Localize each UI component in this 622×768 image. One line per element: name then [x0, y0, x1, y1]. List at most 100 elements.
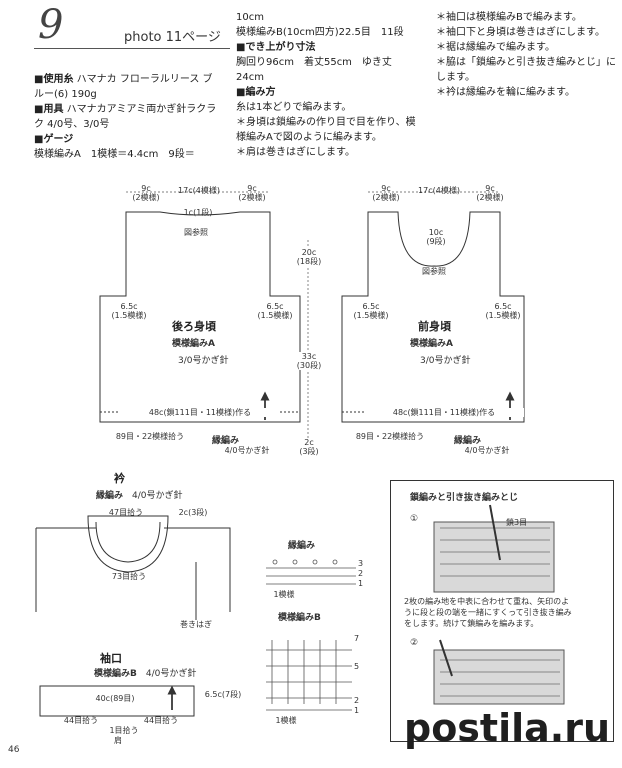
cuff-width: 40c(89目): [95, 694, 135, 703]
upper-length-sub: (18段): [296, 257, 322, 266]
front-neck-dim: 10c(9段): [416, 228, 456, 246]
lower-length-sub: (30段): [296, 361, 322, 370]
method-1: 糸は1本どりで編みます。: [236, 102, 352, 113]
back-base-chain: 48c(鎖111目・11模様)作る: [120, 408, 280, 417]
method-3: 様編みAで図のように編みます。: [236, 132, 382, 143]
front-top-left-sub: (2模様): [372, 193, 400, 202]
cuff-pick-mid: 1目拾う: [109, 726, 139, 735]
seam-illustration-2: [433, 639, 565, 705]
collar-subtitle: 縁編み 4/0号かぎ針: [96, 488, 183, 501]
front-hook: 3/0号かぎ針: [420, 356, 471, 366]
top-dimension-lines: [126, 191, 500, 440]
edge-height-value: 2c: [304, 438, 314, 447]
pattern-number: 9: [38, 2, 64, 48]
note-3: ＊裾は縁編みで編みます。: [436, 42, 555, 53]
back-edge-hook: 4/0号かぎ針: [224, 446, 270, 455]
specs-right: ＊袖口は模様編みBで編みます。 ＊袖口下と身頃は巻きはぎにします。 ＊裾は縁編み…: [436, 10, 618, 100]
collar-pick73: 73目拾う: [111, 572, 147, 581]
front-side-right-sub: (1.5模様): [485, 311, 521, 320]
gauge-line3: 模様編みB(10cm四方)22.5目 11段: [236, 27, 404, 38]
back-side-right-dim: 6.5c(1.5模様): [250, 302, 300, 320]
edge-chart-row3: 3: [358, 559, 364, 568]
edge-chart-repeat: 1模様: [273, 590, 295, 599]
front-base-chain: 48c(鎖111目・11模様)作る: [364, 408, 524, 417]
seam-desc-2: うに段と段の端を一緒にすくって引き抜き編み: [404, 608, 572, 617]
tools-line1: ハマナカアミアミ両かぎ針ラクラ: [66, 104, 217, 115]
pattern-b-row7: 7: [354, 634, 360, 643]
front-body-outline: [341, 211, 525, 423]
back-top-right-value: 9c: [247, 184, 257, 193]
lower-length-value: 33c: [301, 352, 317, 361]
back-side-right-sub: (1.5模様): [257, 311, 293, 320]
back-top-left-sub: (2模様): [132, 193, 160, 202]
cuff-hook: 4/0号かぎ針: [145, 669, 197, 679]
back-side-left-sub: (1.5模様): [111, 311, 147, 320]
gauge-line2: 10cm: [236, 12, 264, 23]
photo-reference: photo 11ページ: [124, 30, 221, 45]
front-top-right-sub: (2模様): [476, 193, 504, 202]
seam-desc-3: をします。続けて鎖編みを編みます。: [404, 619, 539, 628]
page-number: 46: [8, 745, 20, 755]
method-heading: ■編み方: [236, 87, 276, 98]
front-neck-value: 10c: [428, 228, 444, 237]
size-heading: ■でき上がり寸法: [236, 42, 316, 53]
cuff-pick-left: 44目拾う: [63, 716, 99, 725]
front-side-left-dim: 6.5c(1.5模様): [346, 302, 396, 320]
front-side-left-sub: (1.5模様): [353, 311, 389, 320]
front-neck-sub: (9段): [426, 237, 446, 246]
collar-pick47: 47目拾う: [108, 508, 144, 517]
watermark-logo: postila.ru: [404, 706, 611, 750]
seam-note-chain3: 鎖3目: [506, 518, 528, 527]
back-edge: 縁編み: [212, 436, 240, 446]
front-top-mid-dim: 17c(4模様): [418, 186, 460, 195]
note-5: します。: [436, 72, 475, 83]
front-top-right-dim: 9c(2模様): [470, 184, 510, 202]
back-title: 後ろ身頃: [172, 320, 216, 333]
front-side-right-value: 6.5c: [494, 302, 512, 311]
front-pattern: 模様編みA: [410, 339, 453, 349]
specs-mid: 10cm 模様編みB(10cm四方)22.5目 11段 ■でき上がり寸法 胸回り…: [236, 10, 436, 160]
note-1: ＊袖口は模様編みBで編みます。: [436, 12, 582, 23]
tools-heading: ■用具: [34, 104, 64, 115]
cuff-title: 袖口: [100, 652, 122, 665]
note-2: ＊袖口下と身頃は巻きはぎにします。: [436, 27, 605, 38]
back-top-left-dim: 9c(2模様): [126, 184, 166, 202]
front-edge: 縁編み: [454, 436, 482, 446]
upper-length-dim: 20c(18段): [296, 248, 322, 266]
seam-box-title: 鎖編みと引き抜き編みとじ: [410, 493, 519, 503]
note-6: ＊衿は縁編みを輪に編みます。: [436, 87, 575, 98]
back-top-right-sub: (2模様): [238, 193, 266, 202]
back-top-left-value: 9c: [141, 184, 151, 193]
yarn-heading: ■使用糸: [34, 74, 74, 85]
front-top-left-value: 9c: [381, 184, 391, 193]
back-ref: 図参照: [184, 228, 208, 237]
seam-step2: ②: [410, 638, 419, 648]
back-pattern: 模様編みA: [172, 339, 215, 349]
seam-illustration-1: [433, 504, 555, 593]
back-pickup: 89目・22模様拾う: [115, 432, 185, 441]
back-side-left-value: 6.5c: [120, 302, 138, 311]
edge-chart-row2: 2: [358, 569, 364, 578]
cuff-shoulder: 肩: [114, 736, 122, 745]
front-title: 前身頃: [418, 320, 451, 333]
back-hook: 3/0号かぎ針: [178, 356, 229, 366]
collar-edge: 縁編み: [96, 491, 124, 501]
seam-method-box: [390, 480, 614, 742]
yarn-line1: ハマナカ フローラルリース ブ: [76, 74, 213, 85]
pattern-b-row2: 2: [354, 696, 360, 705]
back-neck-dim: 1c(1段): [183, 208, 213, 217]
pattern-b-chart: [266, 640, 352, 711]
collar-drawing: [35, 515, 231, 620]
size-line: 胸回り96cm 着丈55cm ゆき丈: [236, 57, 392, 68]
seam-desc-1: 2枚の編み地を中表に合わせて重ね、矢印のよ: [404, 597, 570, 606]
gauge-heading: ■ゲージ: [34, 134, 74, 145]
note-4: ＊脇は「鎖編みと引き抜き編みとじ」に: [436, 57, 616, 68]
cuff-height: 6.5c(7段): [204, 690, 242, 699]
edge-chart-row1: 1: [358, 579, 364, 588]
pattern-b-row5: 5: [354, 662, 360, 671]
back-side-right-value: 6.5c: [266, 302, 284, 311]
back-side-left-dim: 6.5c(1.5模様): [104, 302, 154, 320]
yarn-line2: ルー(6) 190g: [34, 89, 97, 100]
size-line2: 24cm: [236, 72, 264, 83]
